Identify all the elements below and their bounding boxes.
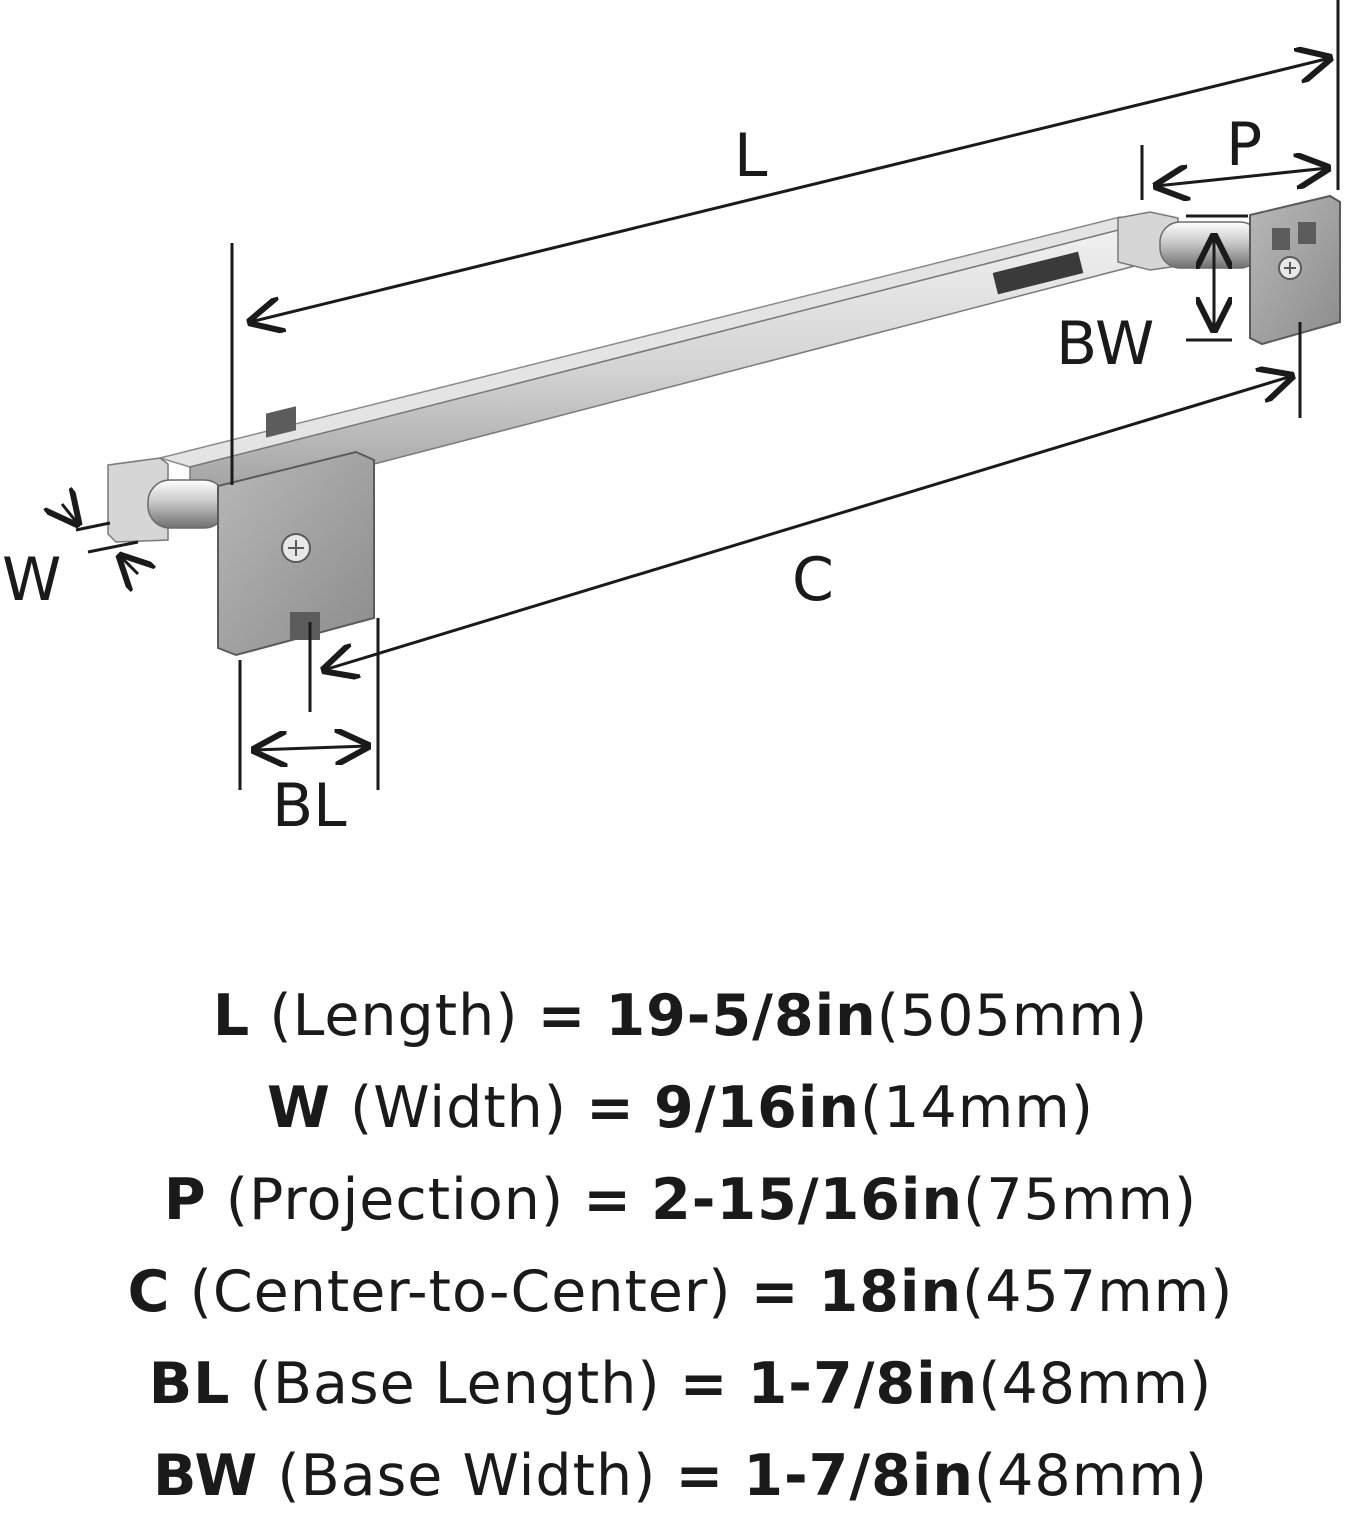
spec-value: 1-7/8in — [747, 1351, 979, 1417]
spec-row-length: L (Length) = 19-5/8in(505mm) — [0, 970, 1361, 1062]
spec-name: (Width) — [349, 1075, 568, 1141]
spec-metric: (75mm) — [963, 1167, 1198, 1233]
left-post — [147, 479, 227, 529]
spec-row-projection: P (Projection) = 2-15/16in(75mm) — [0, 1154, 1361, 1246]
dimension-spec-list: L (Length) = 19-5/8in(505mm) W (Width) =… — [0, 970, 1361, 1522]
dimension-projection: P — [1140, 110, 1328, 200]
spec-name: (Length) — [269, 983, 519, 1049]
spec-row-base-length: BL (Base Length) = 1-7/8in(48mm) — [0, 1338, 1361, 1430]
spec-value: 9/16in — [654, 1075, 860, 1141]
spec-metric: (14mm) — [859, 1075, 1095, 1141]
label-base-width: BW — [1056, 309, 1154, 379]
spec-metric: (48mm) — [978, 1351, 1213, 1417]
spec-value: 2-15/16in — [651, 1167, 964, 1233]
spec-name: (Base Length) — [249, 1351, 661, 1417]
spec-eq: = — [586, 1075, 635, 1141]
spec-row-center-to-center: C (Center-to-Center) = 18in(457mm) — [0, 1246, 1361, 1338]
spec-eq: = — [675, 1443, 725, 1509]
spec-eq: = — [750, 1259, 800, 1325]
dimension-length: L — [230, 0, 1340, 485]
spec-row-width: W (Width) = 9/16in(14mm) — [0, 1062, 1361, 1154]
dimension-center-to-center: C — [308, 322, 1302, 712]
spec-eq: = — [537, 983, 587, 1049]
label-center-to-center: C — [792, 545, 834, 615]
spec-value: 18in — [818, 1259, 963, 1325]
dimension-base-length: BL — [238, 618, 380, 841]
dimension-width: W — [2, 504, 138, 615]
spec-name: (Projection) — [225, 1167, 565, 1233]
spec-symbol: P — [163, 1167, 207, 1233]
label-length: L — [734, 121, 768, 191]
label-projection: P — [1226, 110, 1262, 180]
spec-eq: = — [583, 1167, 633, 1233]
spec-symbol: L — [212, 983, 251, 1049]
spec-metric: (48mm) — [973, 1443, 1208, 1509]
spec-name: (Center-to-Center) — [189, 1259, 732, 1325]
spec-value: 1-7/8in — [743, 1443, 974, 1509]
spec-metric: (505mm) — [876, 983, 1149, 1049]
towel-bar-dimension-diagram: L P BW C W BL — [2, 0, 1341, 841]
spec-name: (Base Width) — [277, 1443, 657, 1509]
spec-symbol: BW — [153, 1443, 259, 1509]
spec-metric: (457mm) — [962, 1259, 1234, 1325]
spec-row-base-width: BW (Base Width) = 1-7/8in(48mm) — [0, 1430, 1361, 1522]
label-base-length: BL — [272, 771, 347, 841]
spec-eq: = — [679, 1351, 729, 1417]
label-width: W — [2, 545, 61, 615]
right-post — [1159, 221, 1261, 269]
spec-symbol: W — [266, 1075, 331, 1141]
spec-symbol: BL — [148, 1351, 231, 1417]
right-base — [1249, 194, 1341, 346]
spec-value: 19-5/8in — [605, 983, 877, 1049]
bar-top-face — [157, 216, 1151, 468]
spec-symbol: C — [127, 1259, 171, 1325]
